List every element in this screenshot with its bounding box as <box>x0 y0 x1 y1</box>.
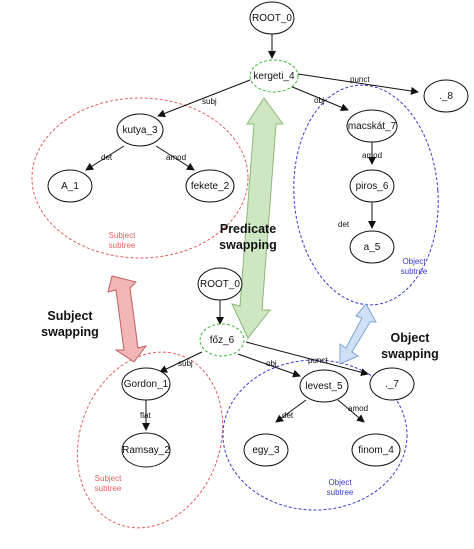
predicate-swap-arrow <box>231 97 284 339</box>
edge-obj-top <box>289 85 349 112</box>
top-object-subtree-label-line1: Object <box>402 257 426 266</box>
edge-subj-top <box>157 79 251 118</box>
node-object-top: macskát_7 <box>346 109 398 143</box>
svg-text:kergeti_4: kergeti_4 <box>253 71 295 82</box>
edge-label-punct-bottom: punct <box>308 356 328 365</box>
predicate-swapping-label-line2: swapping <box>219 238 277 252</box>
bottom-object-subtree-label-line1: Object <box>328 478 352 487</box>
edge-punct-bottom <box>245 341 369 377</box>
top-object-subtree-outline <box>293 84 439 306</box>
node-punct-bottom: ._7 <box>369 367 415 401</box>
edge-label-det2-top: det <box>338 220 350 229</box>
svg-text:piros_6: piros_6 <box>356 181 389 192</box>
svg-text:főz_6: főz_6 <box>210 335 235 346</box>
edge-label-det-top: det <box>101 153 113 162</box>
object-swapping-label-line2: swapping <box>381 347 439 361</box>
top-tree-nodes: ROOT_0 kergeti_4 ._8 kutya_3 A_1 fekete_… <box>47 1 469 264</box>
node-root-bottom: ROOT_0 <box>197 267 243 301</box>
node-subject-det-top: A_1 <box>47 169 93 203</box>
subtree-labels: Subject subtree Object subtree Subject s… <box>95 231 428 497</box>
top-object-subtree-label-line2: subtree <box>401 267 428 276</box>
node-subject-bottom: Gordon_1 <box>121 367 171 401</box>
svg-text:Ramsay_2: Ramsay_2 <box>122 445 170 456</box>
bottom-subject-subtree-label-line2: subtree <box>95 484 122 493</box>
edge-label-det-bottom: det <box>282 411 294 420</box>
bottom-object-subtree-label-line2: subtree <box>327 488 354 497</box>
subject-swap-arrow <box>107 275 148 363</box>
predicate-swapping-label-line1: Predicate <box>220 222 276 236</box>
edge-label-amod-bottom: amod <box>348 404 368 413</box>
edge-labels: subj obj punct det amod amod det subj ob… <box>101 75 382 420</box>
edge-label-obj-bottom: obj <box>266 359 277 368</box>
subject-swapping-label-line2: swapping <box>41 325 99 339</box>
svg-text:ROOT_0: ROOT_0 <box>200 279 240 290</box>
edge-det-top <box>85 145 125 171</box>
node-object-amod-top: piros_6 <box>349 169 395 203</box>
node-object-amod-bottom: finom_4 <box>351 433 401 467</box>
edge-det-bottom <box>275 399 307 423</box>
node-predicate-bottom: főz_6 <box>199 323 245 357</box>
svg-text:Gordon_1: Gordon_1 <box>124 379 169 390</box>
node-object-bottom: levest_5 <box>299 369 349 403</box>
edge-label-subj-top: subj <box>202 97 217 106</box>
bottom-tree-edges <box>142 300 369 431</box>
node-predicate-top: kergeti_4 <box>249 59 299 93</box>
node-object-det-bottom: egy_3 <box>243 433 289 467</box>
top-subject-subtree-label-line1: Subject <box>109 231 136 240</box>
node-punct-top: ._8 <box>423 79 469 113</box>
top-subject-subtree-outline <box>31 97 249 259</box>
node-subject-amod-top: fekete_2 <box>185 169 235 203</box>
svg-text:._8: ._8 <box>439 91 453 102</box>
svg-text:macskát_7: macskát_7 <box>348 121 397 132</box>
bottom-object-subtree-outline <box>222 359 408 511</box>
bottom-tree-nodes: ROOT_0 főz_6 ._7 Gordon_1 Ramsay_2 leves… <box>121 267 415 468</box>
edge-punct-top <box>297 73 419 95</box>
object-swapping-label-line1: Object <box>391 331 431 345</box>
node-object-det-top: a_5 <box>349 230 395 264</box>
node-subject-flat-bottom: Ramsay_2 <box>121 432 171 468</box>
bottom-subject-subtree-label-line1: Subject <box>95 474 122 483</box>
top-subject-subtree-label-line2: subtree <box>109 241 136 250</box>
edge-label-subj-bottom: subj <box>178 359 193 368</box>
svg-text:._7: ._7 <box>385 379 399 390</box>
edge-label-flat-bottom: flat <box>140 411 151 420</box>
svg-text:finom_4: finom_4 <box>358 445 394 456</box>
subject-swapping-label-line1: Subject <box>47 309 93 323</box>
edge-obj-bottom <box>237 353 301 378</box>
svg-text:kutya_3: kutya_3 <box>122 125 157 136</box>
edge-label-obj-top: obj <box>314 96 325 105</box>
edge-subj-bottom <box>159 351 203 373</box>
svg-text:A_1: A_1 <box>61 181 79 192</box>
edge-label-amod2-top: amod <box>362 151 382 160</box>
operation-labels: Predicate swapping Subject swapping Obje… <box>41 222 439 361</box>
edge-label-amod-top: amod <box>166 153 186 162</box>
bottom-subject-subtree-outline <box>76 351 224 529</box>
node-subject-top: kutya_3 <box>116 113 164 147</box>
edge-amod-top <box>155 145 195 171</box>
edge-amod-bottom <box>337 399 365 423</box>
svg-text:fekete_2: fekete_2 <box>191 181 230 192</box>
svg-text:ROOT_0: ROOT_0 <box>252 13 292 24</box>
edge-label-punct-top: punct <box>350 75 370 84</box>
svg-text:egy_3: egy_3 <box>252 445 280 456</box>
object-swap-arrow <box>339 303 377 365</box>
top-tree-edges <box>85 34 419 229</box>
svg-text:levest_5: levest_5 <box>305 381 343 392</box>
svg-text:a_5: a_5 <box>364 242 381 253</box>
node-root-top: ROOT_0 <box>249 1 295 35</box>
